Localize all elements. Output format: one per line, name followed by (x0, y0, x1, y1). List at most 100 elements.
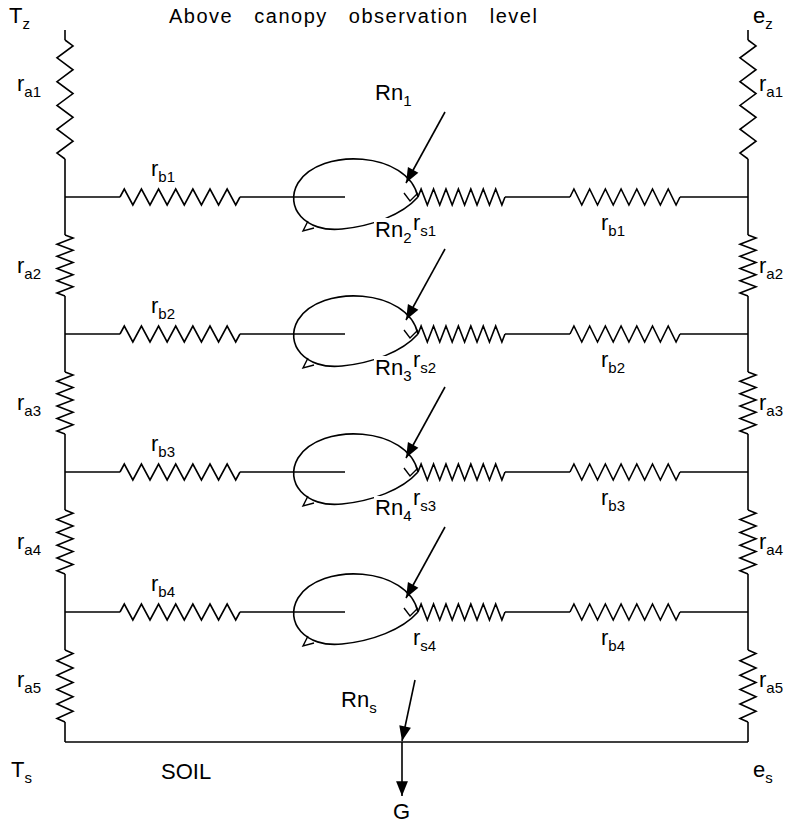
resistor-symbol (57, 235, 73, 296)
wire (747, 159, 749, 197)
symbol-label: Ts (10, 758, 33, 784)
wire (680, 333, 748, 335)
leaf-outline (294, 434, 418, 505)
wire (747, 30, 749, 40)
resistor-symbol (120, 604, 240, 620)
wire (65, 333, 120, 335)
leaf-stem (303, 358, 314, 368)
resistor-symbol (570, 464, 680, 480)
symbol-label: rb3 (150, 432, 176, 458)
symbol-label: ra2 (16, 254, 42, 280)
resistor-symbol (570, 326, 680, 342)
symbol-label: rs3 (412, 486, 437, 512)
leaf-tip (404, 468, 418, 476)
wire (505, 611, 570, 613)
symbol-label: es (752, 758, 774, 784)
arrow-head (406, 442, 418, 458)
wire (406, 527, 445, 598)
resistor-symbol (740, 40, 756, 159)
wire (505, 333, 570, 335)
wire (747, 434, 749, 472)
leaf-outline (294, 574, 418, 645)
wire (65, 471, 120, 473)
symbol-label: rb4 (600, 626, 626, 652)
symbol-label: rb1 (600, 211, 626, 237)
wire (747, 296, 749, 334)
symbol-label: Rn2 (374, 218, 412, 244)
symbol-label: Rn1 (374, 81, 412, 107)
wire (65, 741, 748, 743)
wire (64, 197, 66, 235)
resistor-symbol (418, 464, 505, 480)
resistor-symbol (57, 372, 73, 434)
symbol-label: rb2 (600, 348, 626, 374)
wire (65, 611, 120, 613)
symbol-label: Rn4 (374, 496, 412, 522)
symbol-label: ra5 (16, 668, 42, 694)
arrow-head (399, 725, 411, 741)
wire (406, 249, 445, 320)
resistor-symbol (120, 464, 240, 480)
symbol-label: rb3 (600, 486, 626, 512)
arrow-head (406, 582, 418, 598)
wire (747, 574, 749, 612)
symbol-label: Rn3 (374, 356, 412, 382)
wire (747, 612, 749, 650)
wire (64, 574, 66, 612)
leaf-stem (303, 496, 314, 506)
resistor-symbol (418, 604, 505, 620)
wire (64, 30, 66, 40)
wire (64, 334, 66, 372)
symbol-label: rs2 (412, 348, 437, 374)
symbol-label: ra4 (16, 530, 42, 556)
resistor-symbol (57, 650, 73, 722)
wire (240, 196, 345, 198)
symbol-label: rb4 (150, 572, 176, 598)
resistor-symbol (570, 604, 680, 620)
wire (240, 471, 345, 473)
leaf-tip (404, 608, 418, 616)
wire (65, 196, 120, 198)
symbol-label: ra5 (758, 668, 784, 694)
arrow-head (396, 781, 408, 796)
wire (406, 112, 445, 183)
resistor-symbol (418, 326, 505, 342)
wire (680, 611, 748, 613)
resistor-symbol (57, 40, 73, 159)
symbol-label: ra3 (16, 391, 42, 417)
wire (747, 472, 749, 510)
arrow-head (406, 167, 418, 183)
leaf-tip (404, 330, 418, 338)
arrow-head (406, 304, 418, 320)
text-label: G (392, 800, 411, 824)
resistor-symbol (418, 189, 505, 205)
wire (747, 334, 749, 372)
symbol-label: ra4 (758, 530, 784, 556)
symbol-label: rb2 (150, 294, 176, 320)
wire (240, 333, 345, 335)
wire (505, 196, 570, 198)
symbol-label: ra1 (758, 72, 784, 98)
resistor-symbol (570, 189, 680, 205)
wire (64, 159, 66, 197)
resistor-symbol (740, 510, 756, 574)
resistor-symbol (740, 372, 756, 434)
resistor-symbol (57, 510, 73, 574)
wire (64, 612, 66, 650)
symbol-label: Rns (340, 688, 378, 714)
wire (64, 296, 66, 334)
wire (64, 722, 66, 742)
wire (747, 197, 749, 235)
resistor-symbol (120, 189, 240, 205)
level-label: Above canopy observation level (168, 4, 539, 28)
wire (747, 722, 749, 742)
wire (64, 434, 66, 472)
resistor-symbol (120, 326, 240, 342)
wire (505, 471, 570, 473)
symbol-label: ra1 (16, 72, 42, 98)
leaf-stem (303, 636, 314, 646)
resistor-symbol (740, 235, 756, 296)
wire (680, 471, 748, 473)
text-label: SOIL (160, 760, 212, 784)
leaf-tip (404, 193, 418, 201)
